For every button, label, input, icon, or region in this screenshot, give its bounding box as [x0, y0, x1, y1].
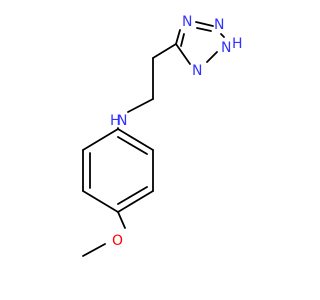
bond-n1-n2: [195, 21, 214, 27]
bond-o-aryl: [117, 211, 126, 229]
bond-nh-n4: [206, 51, 218, 63]
bond-aromatic-1: [82, 190, 119, 213]
bond-n2-nh: [220, 33, 225, 38]
bond-methyl-o: [82, 243, 106, 257]
bond-aromatic-6-inner: [117, 186, 148, 205]
amine-nitrogen-label: N: [117, 113, 127, 129]
bond-ch2-tetrazole: [152, 43, 177, 59]
bond-aromatic-4: [117, 128, 154, 151]
ring-nitrogen-2-label: N: [214, 17, 224, 33]
molecule-canvas: N N N H N N H O: [82, 14, 243, 257]
bond-n-ch2: [127, 98, 154, 113]
bonds: [82, 21, 225, 257]
atom-labels: N N N H N N H O: [110, 14, 243, 249]
amine-hydrogen-label: H: [110, 113, 121, 129]
bond-aromatic-6: [117, 190, 154, 213]
ether-oxygen-label: O: [112, 233, 123, 249]
ring-nitrogen-1-label: N: [182, 14, 192, 30]
bond-aromatic-3: [82, 128, 119, 151]
ring-nh-nitrogen-label: N: [221, 40, 231, 56]
bond-aromatic-4-inner: [117, 136, 148, 155]
bond-c5-n1-inner: [180, 33, 185, 47]
bond-c5-n1: [175, 29, 181, 45]
ring-nh-hydrogen-label: H: [232, 36, 243, 52]
bond-n1-n2-inner: [196, 27, 212, 32]
ring-nitrogen-4-label: N: [192, 63, 202, 79]
structure-drawing: N N N H N N H O: [82, 14, 243, 257]
bond-n4-c5: [175, 43, 191, 65]
